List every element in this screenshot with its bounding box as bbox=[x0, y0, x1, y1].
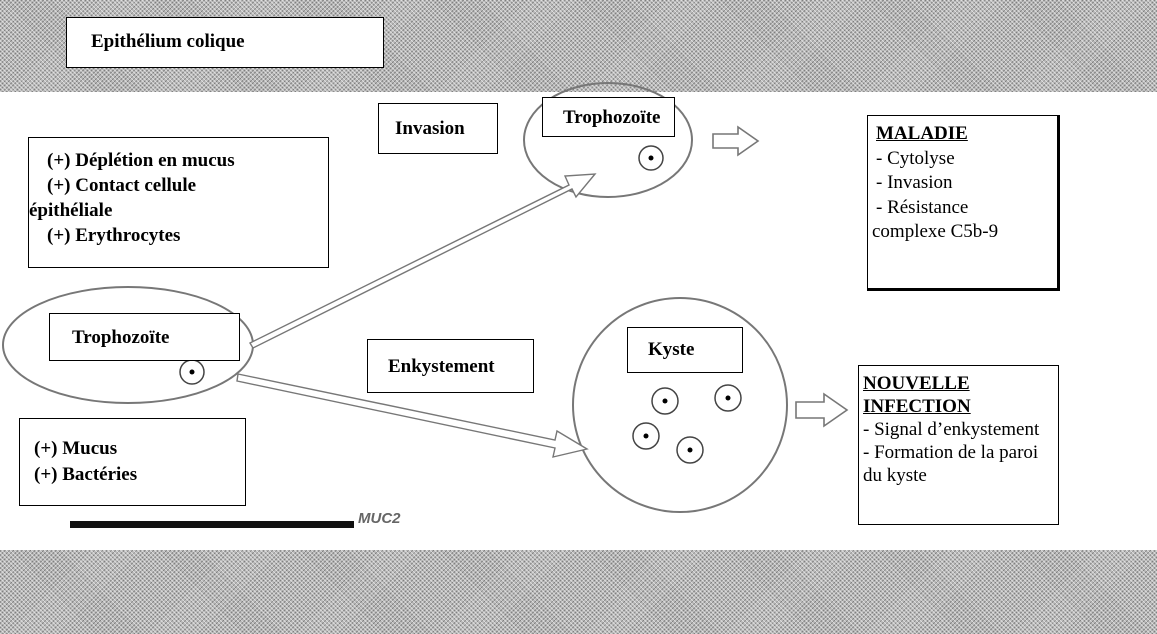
infection-arrow-icon bbox=[795, 392, 849, 428]
trophozoite-top-label: Trophozoïte bbox=[542, 97, 675, 137]
invasion-label: Invasion bbox=[378, 103, 498, 154]
trophozoite-top-ellipse bbox=[523, 82, 693, 198]
condition-item: (+) Mucus bbox=[34, 438, 118, 459]
kyste-circle bbox=[572, 297, 788, 513]
muc2-label: MUC2 bbox=[358, 510, 401, 527]
enkystement-arrow bbox=[236, 373, 589, 458]
colonic-epithelium-band-top bbox=[0, 0, 1157, 92]
infection-heading-line: NOUVELLE bbox=[863, 373, 970, 394]
kyste-label-text: Kyste bbox=[648, 339, 695, 360]
maladie-box: MALADIE - Cytolyse - Invasion - Résistan… bbox=[867, 115, 1060, 291]
enkystement-label: Enkystement bbox=[367, 339, 534, 393]
nucleus-icon bbox=[651, 387, 679, 415]
nucleus-icon bbox=[179, 359, 205, 385]
infection-heading-line: INFECTION bbox=[863, 396, 971, 417]
condition-item: (+) Déplétion en mucus bbox=[47, 150, 235, 171]
outcome-item: du kyste bbox=[863, 465, 927, 486]
enkystement-label-text: Enkystement bbox=[388, 356, 495, 377]
epithelium-label: Epithélium colique bbox=[66, 17, 384, 68]
condition-item: épithéliale bbox=[29, 200, 113, 221]
maladie-heading: MALADIE bbox=[876, 123, 968, 144]
trophozoite-left-text: Trophozoïte bbox=[72, 327, 170, 348]
enkystement-conditions-box: (+) Mucus (+) Bactéries bbox=[19, 418, 246, 506]
nucleus-icon bbox=[714, 384, 742, 412]
invasion-label-text: Invasion bbox=[395, 118, 465, 139]
outcome-item: - Formation de la paroi bbox=[863, 442, 1039, 463]
outcome-item: - Résistance bbox=[876, 196, 969, 218]
outcome-item: - Invasion bbox=[876, 172, 953, 193]
nucleus-icon bbox=[638, 145, 664, 171]
condition-item: (+) Contact cellule bbox=[47, 175, 197, 196]
muc2-bar bbox=[70, 521, 354, 528]
trophozoite-top-text: Trophozoïte bbox=[563, 107, 661, 128]
nouvelle-infection-box: NOUVELLE INFECTION - Signal d’enkystemen… bbox=[858, 365, 1059, 525]
trophozoite-left-label: Trophozoïte bbox=[49, 313, 240, 361]
maladie-arrow-icon bbox=[712, 125, 760, 157]
condition-item: (+) Erythrocytes bbox=[47, 225, 181, 246]
epithelium-label-text: Epithélium colique bbox=[91, 31, 245, 52]
invasion-arrow bbox=[249, 173, 597, 349]
outcome-item: - Cytolyse bbox=[876, 147, 955, 169]
outcome-item: complexe C5b-9 bbox=[872, 221, 999, 242]
nucleus-icon bbox=[632, 422, 660, 450]
nucleus-icon bbox=[676, 436, 704, 464]
condition-item: (+) Bactéries bbox=[34, 464, 138, 485]
colonic-epithelium-band-bottom bbox=[0, 550, 1157, 634]
kyste-label: Kyste bbox=[627, 327, 743, 373]
outcome-item: - Signal d’enkystement bbox=[863, 419, 1040, 440]
invasion-conditions-box: (+) Déplétion en mucus (+) Contact cellu… bbox=[28, 137, 329, 268]
